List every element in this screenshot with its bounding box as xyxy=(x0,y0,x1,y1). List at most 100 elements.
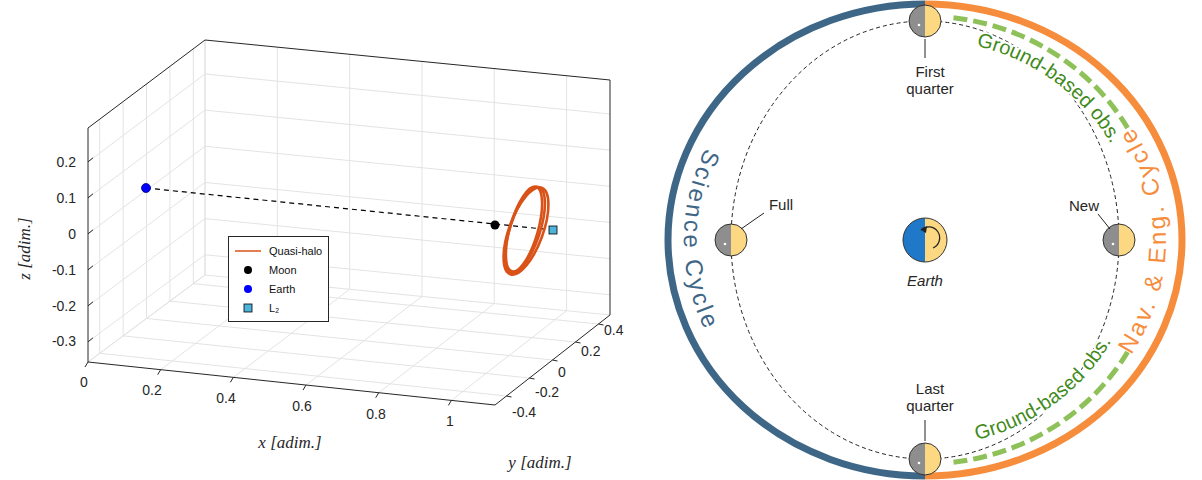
tick-label: 0.4 xyxy=(216,390,235,407)
moon-icon xyxy=(1103,224,1135,256)
moon-dot xyxy=(1112,243,1115,246)
plot-box xyxy=(88,40,610,405)
tick-mark xyxy=(230,377,233,382)
moon-outline xyxy=(1103,224,1135,256)
grid-line xyxy=(169,66,170,301)
ground-obs-label: Ground-based obs. xyxy=(972,332,1115,444)
earth-l2-line xyxy=(146,188,553,230)
moon-icon xyxy=(909,5,941,37)
tick-label: 0 xyxy=(80,374,88,391)
tick-label: 1 xyxy=(446,413,454,430)
moon-lit-half xyxy=(925,443,941,475)
arrow-head xyxy=(921,226,927,233)
grid-line xyxy=(193,49,194,284)
earth-label: Earth xyxy=(907,272,943,289)
grid-line xyxy=(205,74,610,114)
axis-title: y [adim.] xyxy=(508,454,571,471)
orbit-ring xyxy=(498,183,549,275)
quasi-halo-orbit xyxy=(494,182,557,280)
legend-dot xyxy=(244,266,252,274)
tick-label: -0.1 xyxy=(52,262,76,279)
rotation-arrow xyxy=(921,227,940,248)
tick-mark xyxy=(158,370,161,375)
moon-lit-half xyxy=(925,5,941,37)
tick-label: 0.1 xyxy=(57,190,76,207)
tick-label: -0.2 xyxy=(535,384,559,401)
axis-line xyxy=(610,80,611,315)
legend-box: Quasi-haloMoonEarthL₂ xyxy=(228,236,329,322)
nav-cycle-arc xyxy=(925,4,1182,476)
tick-label: 0.8 xyxy=(366,406,385,423)
moon-dark-half xyxy=(715,224,731,256)
grid-line xyxy=(88,146,205,234)
legend-text: Moon xyxy=(269,264,297,276)
grid-line xyxy=(88,74,205,162)
earth-day xyxy=(925,218,947,262)
grid-line xyxy=(421,61,422,296)
moon-dot xyxy=(918,462,921,465)
tick-mark xyxy=(376,393,379,398)
tick-mark xyxy=(576,342,581,343)
grid-line xyxy=(99,119,100,353)
grid-line xyxy=(205,110,610,150)
phase-label: New xyxy=(1069,197,1099,214)
tick-label: 0.2 xyxy=(142,382,161,399)
tick-mark xyxy=(530,378,535,379)
tick-label: -0.4 xyxy=(512,404,536,421)
grid-line xyxy=(566,76,567,311)
ground-obs-label: Ground-based obs. xyxy=(972,332,1115,444)
cycle-label: Nav. & Eng. Cycle xyxy=(1112,122,1171,358)
moon-lit-half xyxy=(1119,224,1135,256)
tick-label: 0.2 xyxy=(581,343,600,360)
grid-line xyxy=(494,69,495,304)
science-cycle-arc xyxy=(668,4,925,476)
tick-label: 0.4 xyxy=(604,322,623,339)
plot-grid xyxy=(88,40,610,400)
tick-mark xyxy=(88,158,93,162)
grid-line xyxy=(88,182,205,269)
legend-entry: Moon xyxy=(233,260,322,279)
moon-lit-half xyxy=(731,224,747,256)
moon-outline xyxy=(715,224,747,256)
legend-sample xyxy=(233,263,263,277)
grid-line xyxy=(349,54,350,289)
axis-line xyxy=(205,40,610,80)
tick-label: 0 xyxy=(558,364,566,381)
leader-lines xyxy=(741,39,1110,441)
tick-label: -0.3 xyxy=(52,333,76,350)
axis-line xyxy=(88,40,205,128)
tick-mark xyxy=(88,338,93,342)
tick-label: 0.6 xyxy=(292,398,311,415)
cycle-label: Nav. & Eng. Cycle xyxy=(1112,122,1171,358)
moon-icon xyxy=(909,443,941,475)
leader-line xyxy=(1098,214,1110,229)
moon-phases xyxy=(715,5,1135,475)
tick-mark xyxy=(88,302,93,306)
legend-sample xyxy=(233,301,263,315)
grid-line xyxy=(147,319,553,361)
tick-mark xyxy=(88,194,93,198)
grid-line xyxy=(88,219,205,306)
cycle-label: Science Cycle xyxy=(679,146,726,335)
tick-mark xyxy=(553,360,558,361)
grid-line xyxy=(123,102,124,336)
moon-dark-half xyxy=(909,5,925,37)
grid-line xyxy=(146,84,147,319)
grid-line xyxy=(88,110,205,198)
ground-obs-label: Ground-based obs. xyxy=(975,28,1126,146)
moon-dot xyxy=(918,24,921,27)
legend-text: Quasi-halo xyxy=(269,245,322,257)
moon-dot xyxy=(724,243,727,246)
legend-entry: L₂ xyxy=(233,298,322,317)
legend-line xyxy=(235,250,261,252)
axis-line xyxy=(495,315,610,405)
axis-line xyxy=(88,128,89,362)
tick-mark xyxy=(448,400,451,405)
phase-label: First quarter xyxy=(893,63,967,97)
legend-dot xyxy=(244,285,252,293)
phase-label: Last quarter xyxy=(893,380,967,414)
leader-line xyxy=(925,420,926,441)
ground-obs-label: Ground-based obs. xyxy=(975,28,1126,146)
